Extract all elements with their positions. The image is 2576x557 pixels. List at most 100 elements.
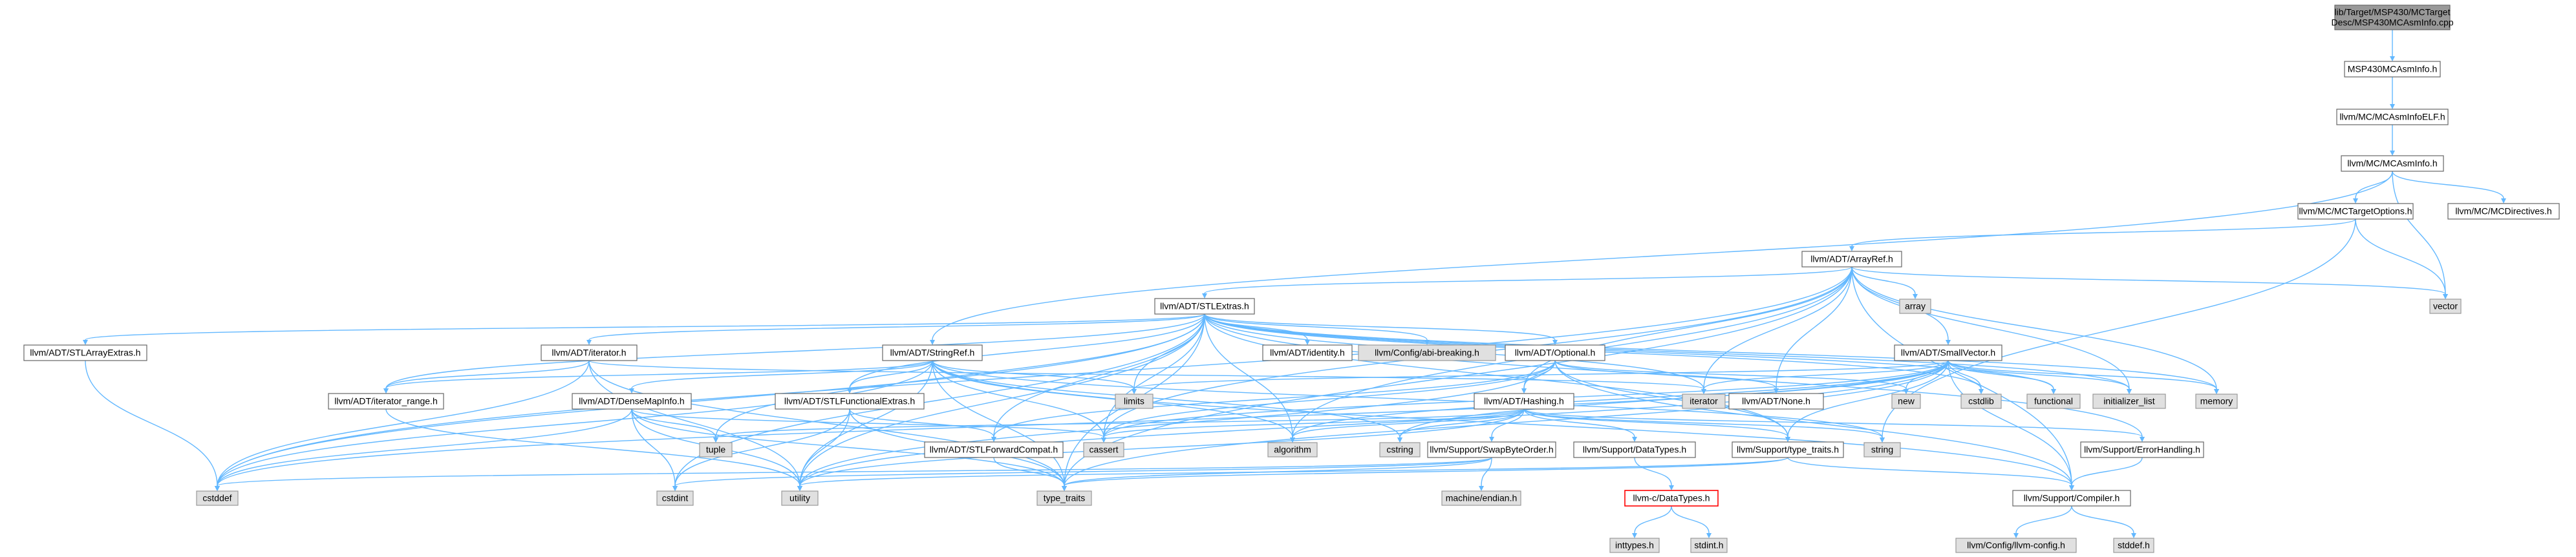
node-llvm-adt-iterator-h[interactable]: llvm/ADT/iterator.h	[541, 344, 638, 361]
node-label: limits	[1124, 396, 1144, 406]
edge-mcasminfo-to-mcdirectives	[2392, 171, 2506, 204]
node-llvm-adt-arrayref-h[interactable]: llvm/ADT/ArrayRef.h	[1801, 251, 1902, 268]
node-llvm-support-compiler-h[interactable]: llvm/Support/Compiler.h	[2012, 490, 2131, 507]
node-llvm-c-datatypes-h[interactable]: llvm-c/DataTypes.h	[1624, 490, 1719, 507]
node-label: Desc/MSP430MCAsmInfo.cpp	[2331, 17, 2453, 28]
node-llvm-mc-mcasminfoelf-h[interactable]: llvm/MC/MCAsmInfoELF.h	[2336, 109, 2449, 125]
node-llvm-config-abi-breaking-h: llvm/Config/abi-breaking.h	[1358, 344, 1496, 361]
node-box	[1036, 490, 1092, 506]
node-llvm-adt-optional-h[interactable]: llvm/ADT/Optional.h	[1505, 344, 1605, 361]
node-label: cstdint	[662, 493, 689, 503]
node-label: cstring	[1386, 445, 1413, 455]
node-llvm-support-errorhandling-h[interactable]: llvm/Support/ErrorHandling.h	[2080, 441, 2204, 458]
node-label: type_traits	[1044, 493, 1086, 503]
edge-cdatatypes-to-inttypes	[1632, 505, 1672, 538]
node-label: llvm/ADT/SmallVector.h	[1901, 348, 1995, 358]
node-label: llvm/Support/SwapByteOrder.h	[1430, 445, 1553, 455]
node-llvm-adt-iterator-range-h[interactable]: llvm/ADT/iterator_range.h	[328, 393, 444, 410]
node-label: llvm/ADT/STLArrayExtras.h	[30, 348, 140, 358]
node-label: llvm/ADT/STLFunctionalExtras.h	[784, 396, 915, 406]
node-llvm-support-datatypes-h[interactable]: llvm/Support/DataTypes.h	[1573, 441, 1696, 458]
node-box	[1262, 344, 1353, 361]
node-cstdint: cstdint	[656, 490, 694, 506]
node-label: utility	[789, 493, 810, 503]
edge-mctargetoptions-to-string	[1880, 218, 2356, 443]
node-llvm-support-type-traits-h[interactable]: llvm/Support/type_traits.h	[1732, 441, 1844, 458]
edge-arrayref-to-stlextras	[1202, 266, 1852, 299]
node-label: llvm-c/DataTypes.h	[1633, 493, 1710, 503]
node-stddef-h: stddef.h	[2113, 538, 2154, 553]
node-label: llvm/Config/abi-breaking.h	[1375, 348, 1479, 358]
node-box	[1728, 393, 1824, 410]
node-msp430mcasminfo-h[interactable]: MSP430MCAsmInfo.h	[2344, 61, 2441, 78]
node-cstdlib: cstdlib	[1960, 394, 2002, 409]
edge-hashing-to-algorithm	[1290, 408, 1525, 443]
node-box	[1427, 441, 1556, 458]
edge-hashing-to-tuple	[713, 408, 1525, 443]
node-llvm-adt-hashing-h[interactable]: llvm/ADT/Hashing.h	[1474, 393, 1574, 410]
edge-layer	[83, 29, 2506, 538]
edge-swapbyteorder-to-machineendian	[1479, 457, 1492, 491]
node-llvm-mc-mcdirectives-h[interactable]: llvm/MC/MCDirectives.h	[2447, 203, 2560, 220]
node-llvm-mc-mcasminfo-h[interactable]: llvm/MC/MCAsmInfo.h	[2341, 155, 2444, 172]
node-box	[1690, 538, 1728, 553]
node-llvm-support-swapbyteorder-h[interactable]: llvm/Support/SwapByteOrder.h	[1427, 441, 1556, 458]
node-llvm-adt-none-h[interactable]: llvm/ADT/None.h	[1728, 393, 1824, 410]
edge-stlfunctional-to-cstdint	[672, 408, 850, 491]
node-box	[1801, 251, 1902, 268]
node-llvm-adt-stlfunctionalextras-h[interactable]: llvm/ADT/STLFunctionalExtras.h	[775, 393, 925, 410]
node-label: algorithm	[1274, 445, 1311, 455]
node-label: new	[1898, 396, 1915, 406]
node-label: stdint.h	[1694, 540, 1723, 551]
node-box	[2080, 441, 2204, 458]
node-new: new	[1891, 394, 1921, 409]
node-box	[2429, 299, 2462, 314]
node-label: llvm/ADT/None.h	[1742, 396, 1810, 406]
node-label: inttypes.h	[1615, 540, 1654, 551]
node-box	[656, 490, 694, 506]
node-box	[1505, 344, 1605, 361]
node-box	[1267, 442, 1318, 457]
node-llvm-adt-stlforwardcompat-h[interactable]: llvm/ADT/STLForwardCompat.h	[924, 441, 1064, 458]
node-stdint-h: stdint.h	[1690, 538, 1728, 553]
node-box	[2195, 394, 2238, 409]
node-llvm-adt-smallvector-h[interactable]: llvm/ADT/SmallVector.h	[1894, 344, 2002, 361]
node-label: llvm/ADT/DenseMapInfo.h	[579, 396, 684, 406]
node-box	[1609, 538, 1660, 553]
node-label: llvm/ADT/iterator_range.h	[334, 396, 438, 406]
node-llvm-adt-densemapinfo-h[interactable]: llvm/ADT/DenseMapInfo.h	[572, 393, 692, 410]
node-box	[2026, 394, 2081, 409]
node-llvm-adt-identity-h[interactable]: llvm/ADT/identity.h	[1262, 344, 1353, 361]
node-llvm-adt-stlarrayextras-h[interactable]: llvm/ADT/STLArrayExtras.h	[23, 344, 147, 361]
edge-smallvector-to-limits	[1132, 360, 1949, 394]
node-label: llvm/Config/llvm-config.h	[1967, 540, 2065, 551]
edge-smallvector-to-type_traits	[1062, 360, 1949, 491]
node-box	[781, 490, 819, 506]
node-box	[2334, 5, 2451, 30]
edge-hashing-to-cassert	[1101, 408, 1525, 443]
node-box	[1441, 490, 1521, 506]
edge-arrayref-to-array	[1851, 266, 1918, 299]
node-llvm-mc-mctargetoptions-h[interactable]: llvm/MC/MCTargetOptions.h	[2297, 203, 2414, 220]
node-box	[1154, 298, 1255, 315]
node-label: llvm/ADT/Optional.h	[1515, 348, 1595, 358]
edge-densemapinfo-to-cstddef	[215, 408, 632, 491]
edge-arrayref-to-vector	[1851, 266, 2448, 299]
node-limits: limits	[1115, 394, 1154, 409]
edge-smallvector-to-iterator	[1701, 360, 1949, 394]
node-box	[1624, 490, 1719, 507]
node-label: llvm/Support/DataTypes.h	[1583, 445, 1686, 455]
node-lib-target-msp430-mctarget-desc-msp430mcasminfo-cpp[interactable]: lib/Target/MSP430/MCTargetDesc/MSP430MCA…	[2331, 5, 2454, 30]
node-label: llvm/ADT/STLExtras.h	[1160, 301, 1249, 311]
edge-compiler-to-llvmconfig	[2013, 505, 2072, 538]
edge-hashing-to-string	[1523, 408, 1885, 443]
edge-smallvector-to-initlist	[1948, 360, 2132, 394]
node-functional: functional	[2026, 394, 2081, 409]
edge-smallvector-to-cstdlib	[1948, 360, 1984, 394]
node-llvm-adt-stlextras-h[interactable]: llvm/ADT/STLExtras.h	[1154, 298, 1255, 315]
node-box	[1682, 394, 1726, 409]
node-llvm-adt-stringref-h[interactable]: llvm/ADT/StringRef.h	[882, 344, 983, 361]
edge-stringref-to-densemapinfo	[629, 360, 933, 394]
node-label: cstdlib	[1968, 396, 1994, 406]
